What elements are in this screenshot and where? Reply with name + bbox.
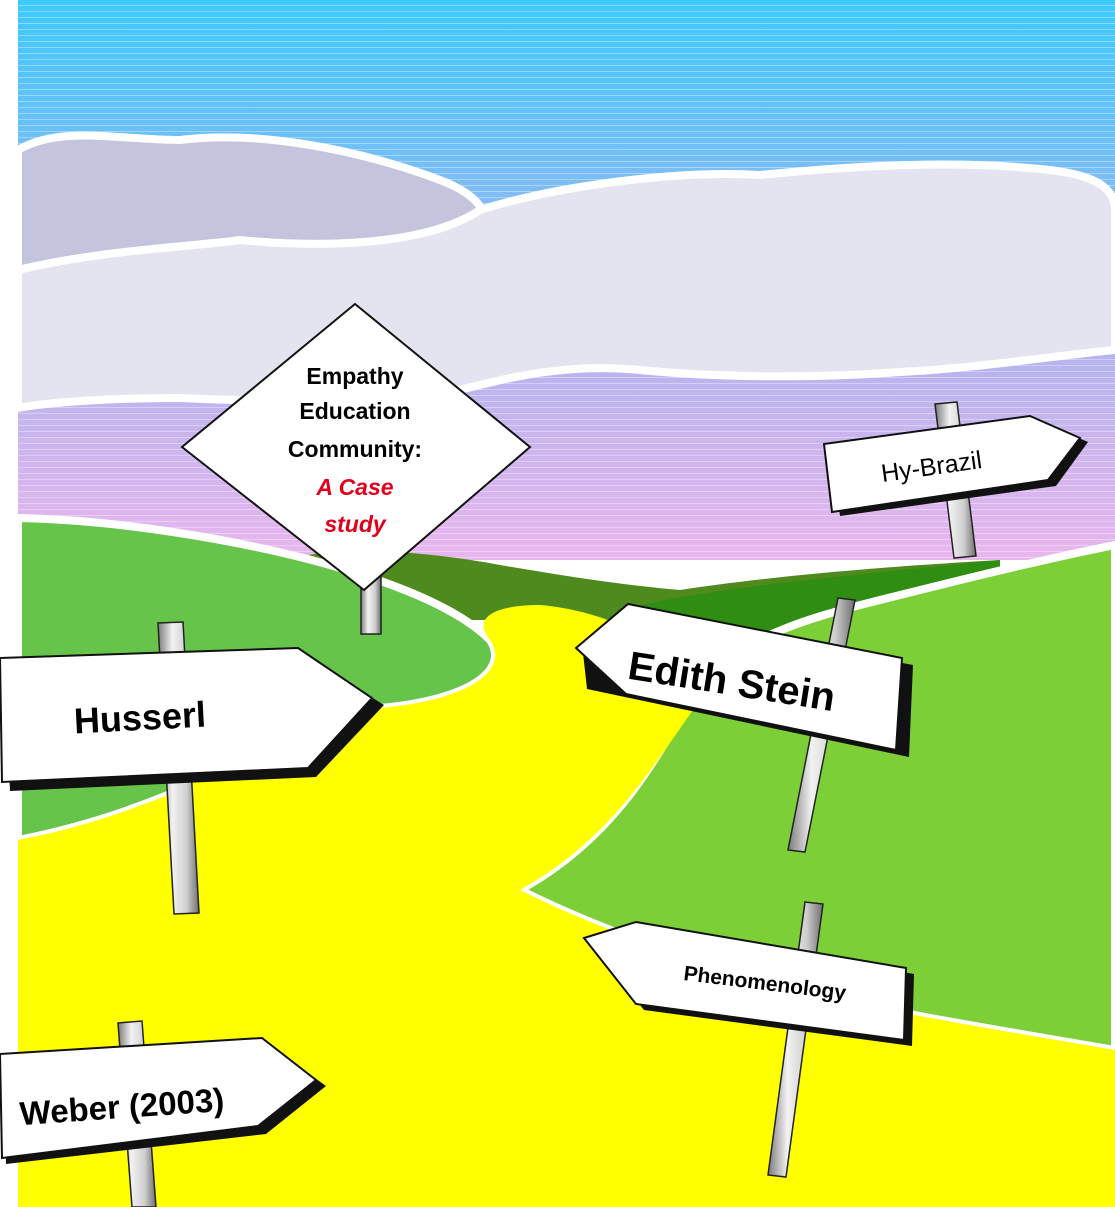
diamond-line-4: A Case xyxy=(315,474,393,500)
diamond-line-5: study xyxy=(324,511,387,537)
diamond-line-1: Empathy xyxy=(306,363,403,389)
left-border xyxy=(0,0,18,1207)
sign-weber: Weber (2003) xyxy=(0,1036,326,1164)
sign-diamond: Empathy Education Community: A Case stud… xyxy=(180,302,532,592)
diamond-line-2: Education xyxy=(299,398,410,424)
sign-phenomenology: Phenomenology xyxy=(582,920,914,1046)
diamond-line-3: Community: xyxy=(288,436,422,462)
sign-hy-brazil: Hy-Brazil xyxy=(822,414,1088,516)
husserl-label: Husserl xyxy=(73,694,207,742)
sign-husserl: Husserl xyxy=(0,646,384,791)
